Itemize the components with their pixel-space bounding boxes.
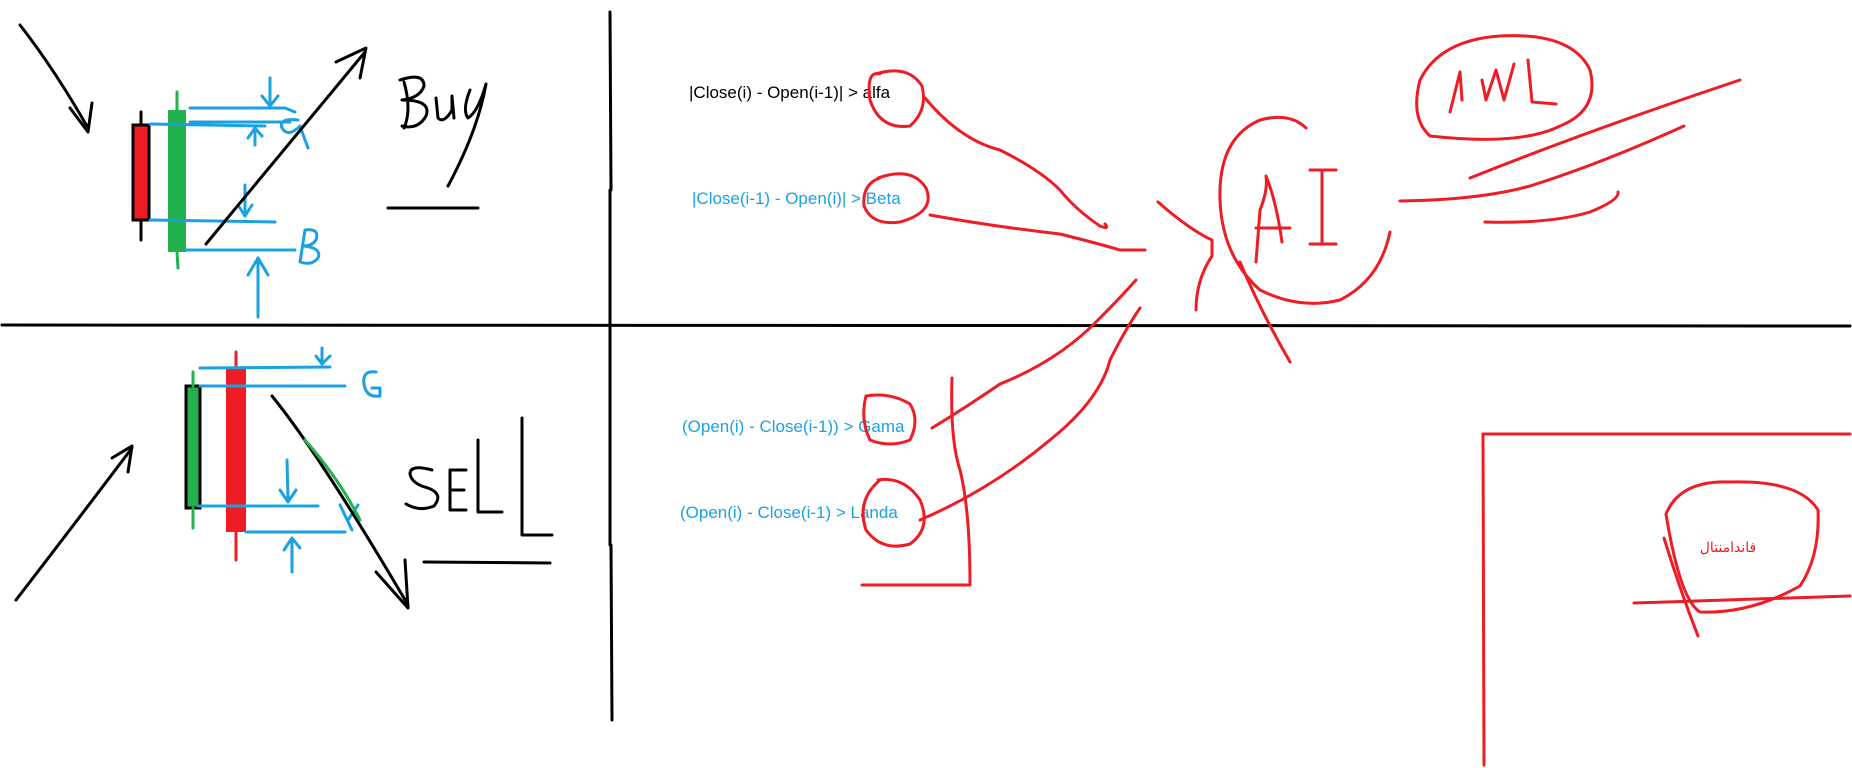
ai-to-ml-connector — [1398, 124, 1686, 203]
connector-gama — [930, 278, 1138, 430]
sell-trend-green-trace — [303, 438, 362, 522]
alpha-gap-lines — [148, 106, 297, 128]
landa-gap-lines — [196, 504, 347, 534]
circle-gama — [862, 393, 917, 446]
landa-arrows — [278, 458, 302, 574]
ai-input-marks — [1156, 200, 1214, 312]
ml-output-line-1 — [1468, 78, 1742, 180]
alpha-arrows — [246, 76, 280, 147]
ai-label-handwriting — [1254, 168, 1338, 264]
fundamental-box — [1481, 432, 1852, 767]
fundamental-circle — [1664, 480, 1820, 614]
bullish-candle-small — [184, 384, 202, 510]
fundamental-label: فاندامنتال — [1700, 540, 1756, 556]
vertical-axis — [608, 10, 614, 722]
bullish-candle-wick — [175, 90, 180, 270]
uptrend-arrow — [14, 444, 134, 602]
connector-beta — [928, 213, 1147, 252]
sell-pattern — [14, 346, 554, 610]
connector-landa — [918, 306, 1142, 522]
circle-alfa — [867, 69, 925, 128]
sell-label-handwriting — [404, 416, 554, 537]
sell-downtrend-arrow — [270, 394, 410, 610]
quadrant-axes — [0, 10, 1852, 722]
fundamental-circle-tails — [1632, 536, 1852, 638]
ml-circle — [1415, 34, 1594, 141]
buy-pattern — [18, 23, 488, 319]
sell-underline — [422, 560, 552, 565]
beta-symbol — [298, 228, 321, 265]
condition-beta-text: |Close(i-1) - Open(i)| > Beta — [692, 189, 901, 208]
beta-arrows — [236, 183, 270, 319]
bullish-candle — [168, 110, 186, 252]
beta-gap-lines — [148, 218, 297, 252]
gama-symbol — [362, 370, 382, 398]
buy-label-handwriting — [398, 75, 488, 188]
gama-arrow — [314, 346, 332, 366]
ml-label-handwriting — [1448, 58, 1558, 114]
downtrend-arrow — [18, 23, 94, 134]
alpha-symbol — [279, 118, 310, 150]
condition-gama-text: (Open(i) - Close(i-1)) > Gama — [682, 417, 905, 436]
circle-landa — [861, 477, 926, 548]
connector-alfa — [923, 96, 1109, 230]
condition-landa-text: (Open(i) - Close(i-1) > Landa — [680, 503, 898, 522]
condition-alfa-text: |Close(i) - Open(i-1)| > alfa — [689, 83, 891, 102]
ml-output-line-2 — [1483, 190, 1620, 224]
gama-gap-lines — [198, 365, 347, 388]
bearish-candle-large — [226, 367, 246, 532]
conditions-flow: |Close(i) - Open(i-1)| > alfa |Close(i-1… — [680, 34, 1852, 767]
ai-circle — [1218, 115, 1392, 305]
circle-beta — [862, 172, 930, 225]
buy-uptrend-arrow — [204, 46, 368, 246]
bearish-candle — [131, 123, 151, 222]
horizontal-axis — [0, 323, 1852, 328]
ai-circle-tail — [1238, 260, 1292, 364]
